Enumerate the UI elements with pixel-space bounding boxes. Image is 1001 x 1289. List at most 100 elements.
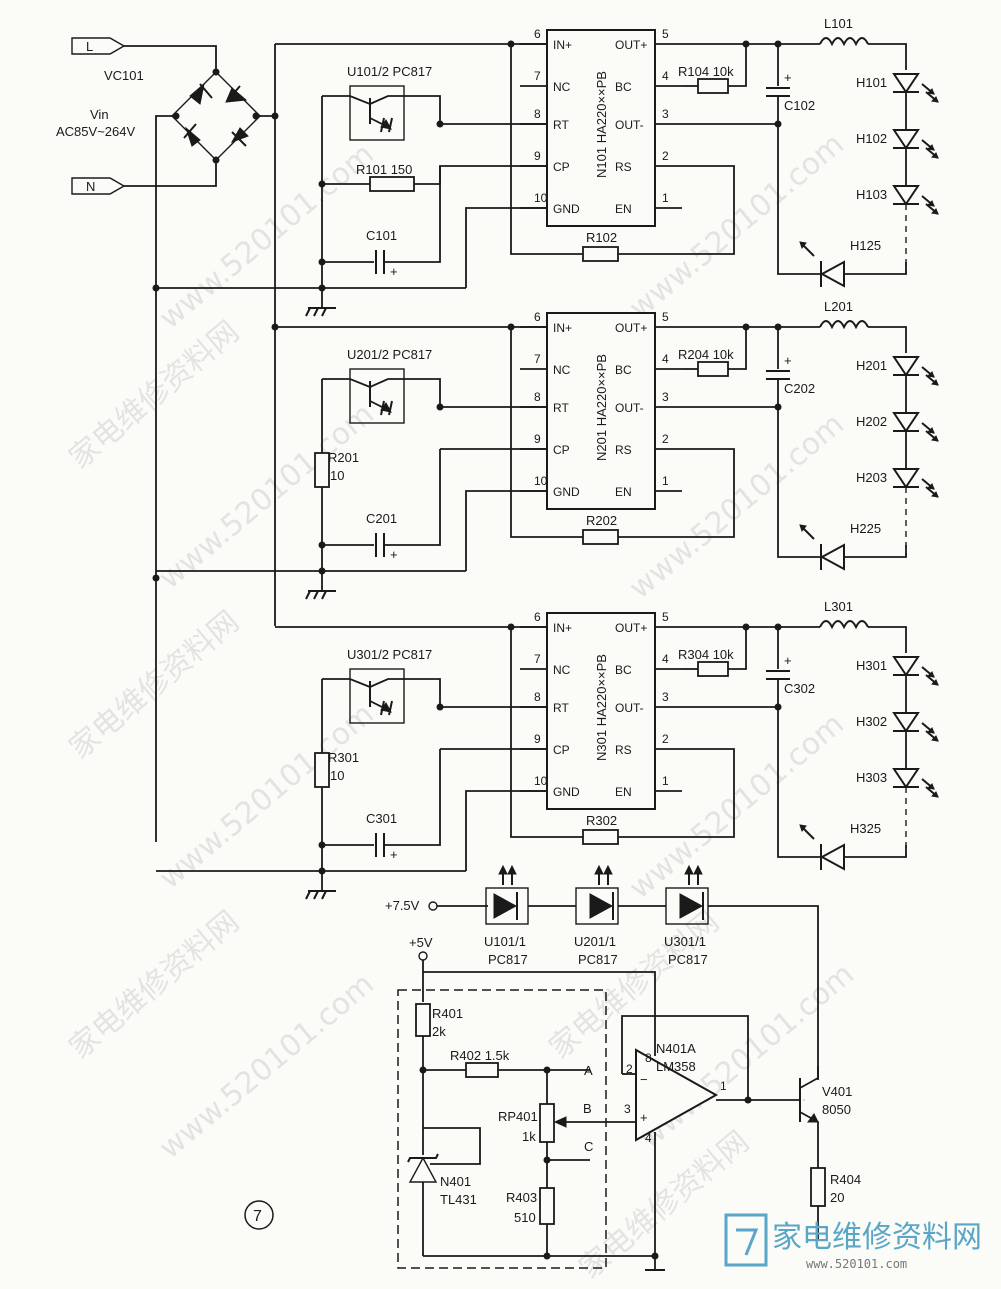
resistor-bc bbox=[697, 78, 729, 94]
r403-name: R403 bbox=[506, 1190, 537, 1205]
svg-text:+: + bbox=[390, 847, 398, 862]
rp401-name: RP401 bbox=[498, 1109, 538, 1124]
resistor-r401 bbox=[415, 1003, 431, 1037]
resistor-r403 bbox=[539, 1187, 555, 1225]
watermark-url: www.520101.com bbox=[623, 127, 851, 326]
ic-pin-number: 9 bbox=[534, 732, 541, 746]
rt-resistor-label: R101 150 bbox=[356, 162, 412, 177]
ic-pin-number: 9 bbox=[534, 432, 541, 446]
ic-pin-number: 5 bbox=[662, 610, 669, 624]
rt-resistor-label: R201 bbox=[328, 450, 359, 465]
tap-c-label: C bbox=[584, 1139, 593, 1154]
rt-resistor-value: 10 bbox=[330, 468, 344, 483]
opamp-pin4: 4 bbox=[645, 1131, 652, 1145]
ic-pin-name: IN+ bbox=[553, 621, 572, 635]
ic-pin-name: RT bbox=[553, 118, 569, 132]
brand-logo: 家电维修资料网 www.520101.com bbox=[724, 1213, 982, 1271]
ic-pin-name: GND bbox=[553, 485, 580, 499]
ic-pin-name: GND bbox=[553, 202, 580, 216]
led-label: H201 bbox=[856, 358, 887, 373]
rs-resistor-label: R302 bbox=[586, 813, 617, 828]
ic-pin-name: BC bbox=[615, 663, 632, 677]
ic-pin-number: 10 bbox=[534, 474, 548, 488]
rp401-value: 1k bbox=[522, 1129, 536, 1144]
ic-pin-name: RS bbox=[615, 743, 632, 757]
led-label: H301 bbox=[856, 658, 887, 673]
ic-pin-number: 7 bbox=[534, 352, 541, 366]
watermark-site: 家电维修资料网 bbox=[543, 904, 726, 1066]
inductor-label: L201 bbox=[824, 299, 853, 314]
opto-led-2-name: U201/1 bbox=[574, 934, 616, 949]
ic-pin-number: 3 bbox=[662, 390, 669, 404]
led-label: H225 bbox=[850, 521, 881, 536]
led bbox=[892, 185, 920, 206]
transistor-v401 bbox=[799, 1066, 819, 1168]
line-terminal bbox=[71, 37, 126, 55]
ic-pin-number: 3 bbox=[662, 107, 669, 121]
opto-transistor bbox=[349, 668, 405, 724]
opamp-pin2: 2 bbox=[626, 1062, 633, 1076]
tl431-name: N401 bbox=[440, 1174, 471, 1189]
resistor-bc bbox=[697, 361, 729, 377]
reference-block bbox=[397, 989, 607, 1269]
svg-text:+: + bbox=[640, 1110, 648, 1125]
opamp-part: LM358 bbox=[656, 1059, 696, 1074]
svg-text:+: + bbox=[784, 353, 792, 368]
rt-resistor-value: 10 bbox=[330, 768, 344, 783]
led bbox=[819, 260, 845, 288]
bridge-rectifier bbox=[171, 68, 261, 164]
driver-ic-name: N201 HA220××PB bbox=[594, 354, 609, 461]
ic-pin-name: OUT- bbox=[615, 401, 644, 415]
ic-pin-name: OUT+ bbox=[615, 38, 647, 52]
led bbox=[892, 412, 920, 433]
ic-pin-name: NC bbox=[553, 363, 571, 377]
resistor-rs bbox=[582, 829, 619, 845]
led bbox=[892, 712, 920, 733]
opto-led-u101-1 bbox=[485, 864, 529, 925]
ic-pin-name: RT bbox=[553, 401, 569, 415]
r404-value: 20 bbox=[830, 1190, 844, 1205]
watermark-site: 家电维修资料网 bbox=[63, 904, 246, 1066]
ic-pin-number: 4 bbox=[662, 352, 669, 366]
led-label: H325 bbox=[850, 821, 881, 836]
ic-pin-name: EN bbox=[615, 202, 632, 216]
svg-text:−: − bbox=[640, 1072, 648, 1087]
ic-pin-number: 10 bbox=[534, 191, 548, 205]
rt-resistor-label: R301 bbox=[328, 750, 359, 765]
r403-value: 510 bbox=[514, 1210, 536, 1225]
bc-resistor-label: R304 10k bbox=[678, 647, 734, 662]
led-label: H302 bbox=[856, 714, 887, 729]
opto-transistor bbox=[349, 368, 405, 424]
led-label: H101 bbox=[856, 75, 887, 90]
opamp-pin3: 3 bbox=[624, 1102, 631, 1116]
driver-ic-name: N101 HA220××PB bbox=[594, 71, 609, 178]
r402-label: R402 1.5k bbox=[450, 1048, 510, 1063]
cp-capacitor-label: C301 bbox=[366, 811, 397, 826]
brand-name: 家电维修资料网 bbox=[772, 1220, 982, 1255]
ic-pin-number: 10 bbox=[534, 774, 548, 788]
watermark-site: 家电维修资料网 bbox=[63, 314, 246, 476]
ic-pin-number: 4 bbox=[662, 652, 669, 666]
figure-number: 7 bbox=[253, 1208, 262, 1225]
resistor-r404 bbox=[810, 1167, 826, 1207]
watermark-url: www.520101.com bbox=[623, 707, 851, 906]
driver-ic-name: N301 HA220××PB bbox=[594, 654, 609, 761]
opto-transistor bbox=[349, 85, 405, 141]
bridge-label: VC101 bbox=[104, 68, 144, 83]
led bbox=[892, 468, 920, 489]
ic-pin-name: IN+ bbox=[553, 321, 572, 335]
led bbox=[892, 356, 920, 377]
inductor-label: L101 bbox=[824, 16, 853, 31]
rs-resistor-label: R202 bbox=[586, 513, 617, 528]
ic-pin-number: 5 bbox=[662, 310, 669, 324]
vin-range-label: AC85V~264V bbox=[56, 124, 135, 139]
watermark-url: www.520101.com bbox=[153, 397, 381, 596]
transistor-part: 8050 bbox=[822, 1102, 851, 1117]
tap-a-label: A bbox=[584, 1063, 593, 1078]
ic-pin-number: 1 bbox=[662, 774, 669, 788]
watermark-url: www.520101.com bbox=[153, 967, 381, 1166]
opto-led-1-part: PC817 bbox=[488, 952, 528, 967]
opto-led-u201-1 bbox=[575, 864, 619, 925]
bc-resistor-label: R104 10k bbox=[678, 64, 734, 79]
opto-transistor-label: U101/2 PC817 bbox=[347, 64, 432, 79]
